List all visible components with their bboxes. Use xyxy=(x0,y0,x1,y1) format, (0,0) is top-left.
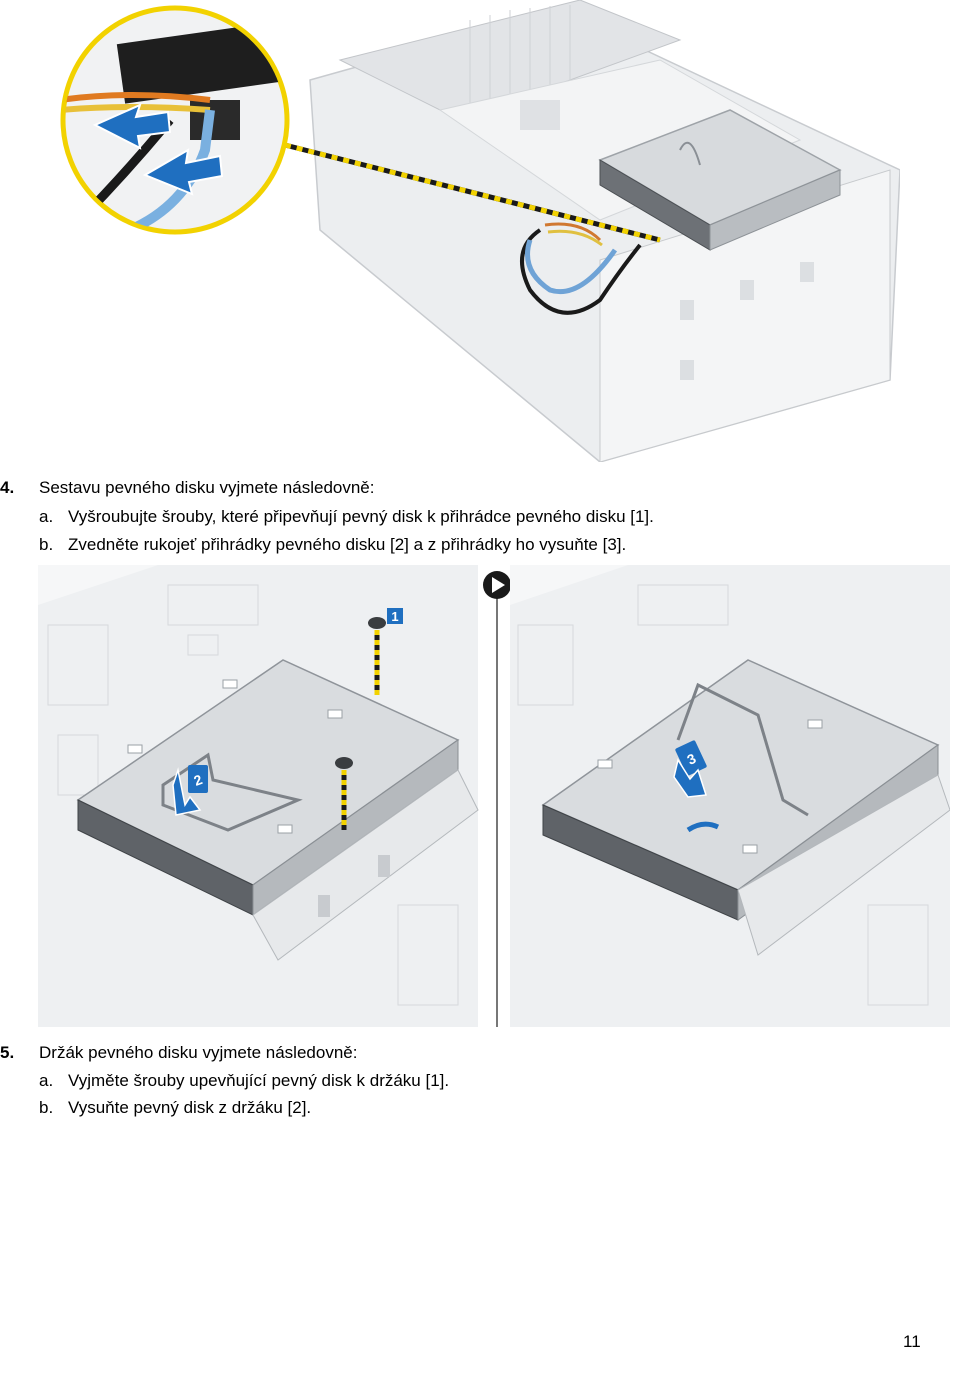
page-number: 11 xyxy=(903,1332,921,1351)
step-4a-letter: a. xyxy=(39,507,54,526)
play-arrow-icon xyxy=(483,571,511,599)
step-4b-text: Zvedněte rukojeť přihrádky pevného disku… xyxy=(68,535,627,554)
figure-left-panel xyxy=(38,565,479,1027)
step-4a-text: Vyšroubujte šrouby, které připevňují pev… xyxy=(68,507,654,526)
step-5b-text: Vysuňte pevný disk z držáku [2]. xyxy=(68,1098,312,1117)
step-5-text: Držák pevného disku vyjmete následovně: xyxy=(39,1043,358,1062)
figure-disconnect-cables xyxy=(60,0,900,462)
figure-right-panel xyxy=(510,565,950,1027)
step-5a-text: Vyjměte šrouby upevňující pevný disk k d… xyxy=(68,1071,450,1090)
callout-1-box xyxy=(387,608,403,624)
figure-remove-hdd-assembly: 1 2 3 xyxy=(38,565,950,1027)
step-5-number: 5. xyxy=(0,1043,15,1062)
step-4-number: 4. xyxy=(0,478,15,497)
step-4-text: Sestavu pevného disku vyjmete následovně… xyxy=(39,478,375,497)
step-4b-letter: b. xyxy=(39,535,54,554)
step-5a-letter: a. xyxy=(39,1071,54,1090)
step-5b-letter: b. xyxy=(39,1098,54,1117)
callout-1: 1 xyxy=(391,609,398,624)
